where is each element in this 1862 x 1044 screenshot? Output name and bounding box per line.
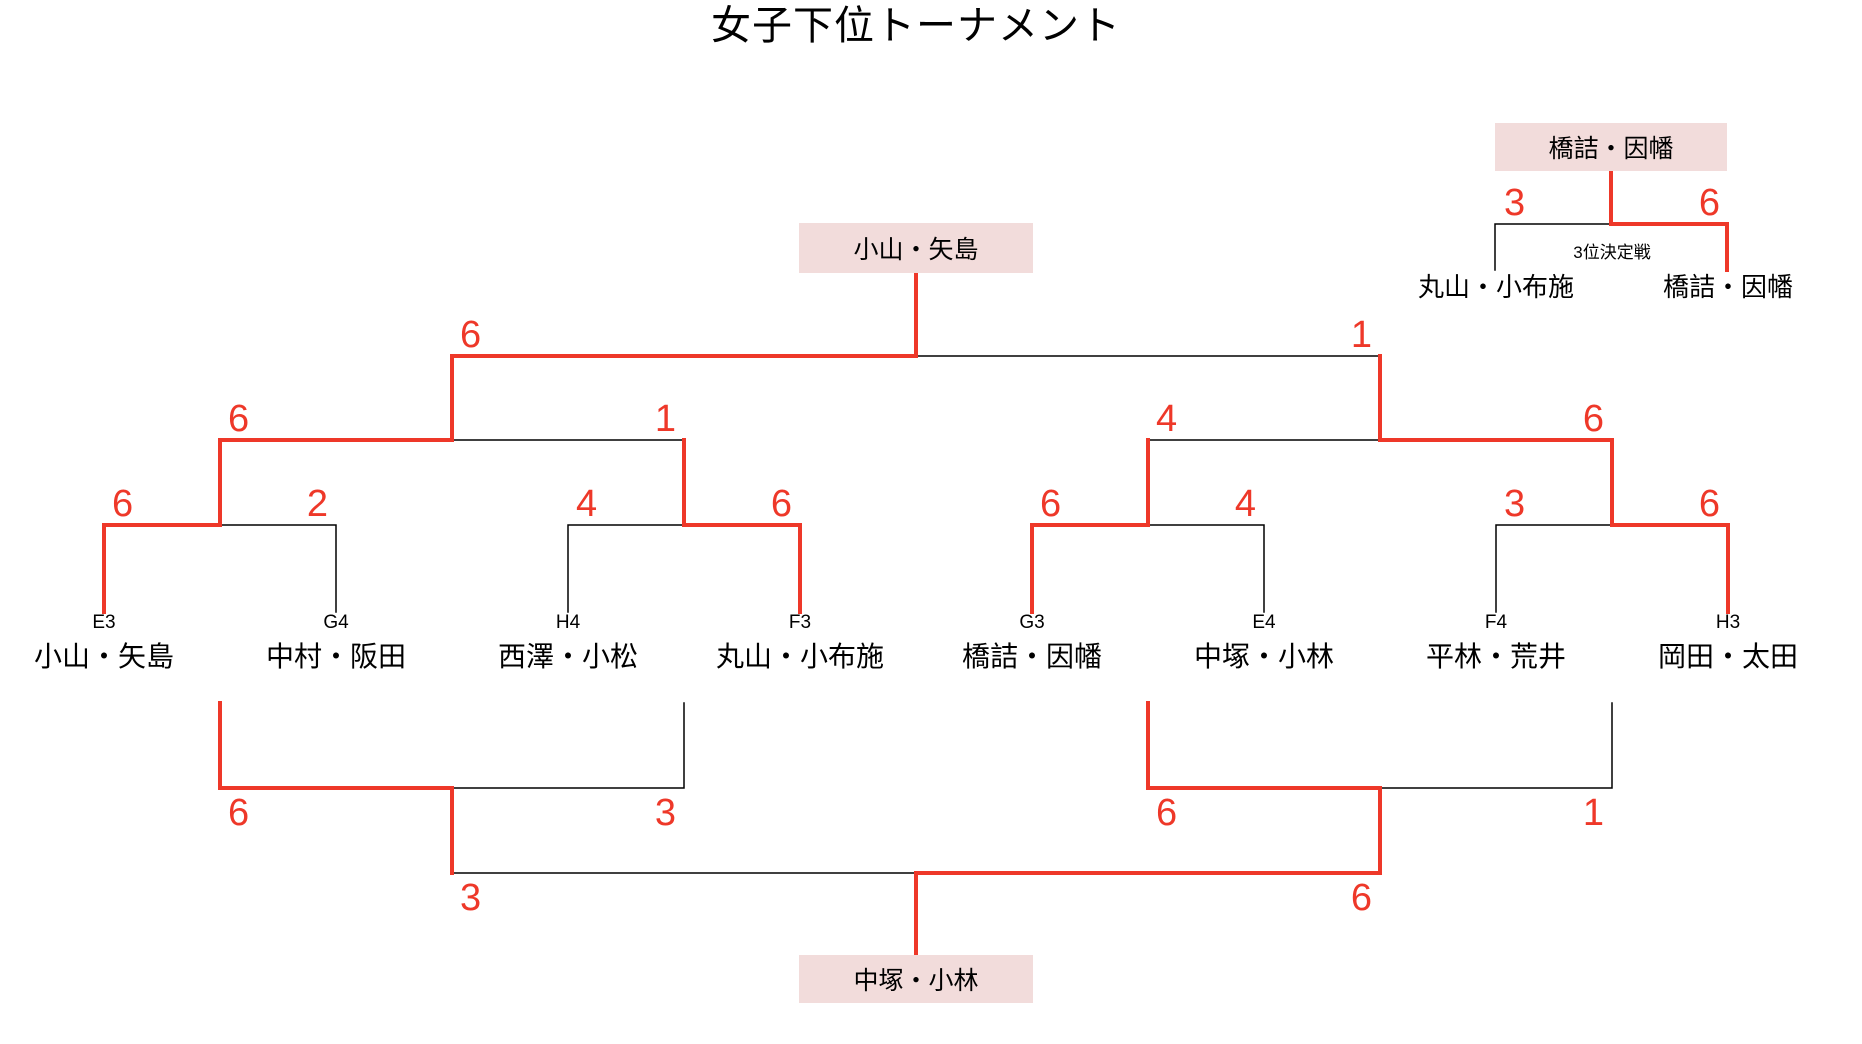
score-label: 6 [1040,483,1062,525]
consolation-champion-box: 中塚・小林 [799,955,1033,1003]
score-label: 4 [576,483,598,525]
qf4-loser-path [1495,524,1613,613]
score-label: 6 [228,792,250,834]
main-champion-name: 小山・矢島 [853,236,979,264]
score-label: 2 [306,483,328,525]
qf2-winner-path [682,438,802,614]
score-label: 4 [1156,398,1178,440]
seed-label: G3 [1019,612,1045,633]
score-label: 4 [1234,483,1256,525]
team-name: 小山・矢島 [33,641,174,672]
score-label: 6 [112,483,134,525]
team-name: 岡田・太田 [1657,641,1798,672]
third-place-winner-name: 橋詰・因幡 [1548,135,1674,163]
team-name: 西澤・小松 [497,641,638,672]
seed-label: F3 [788,612,812,633]
third-place-left-name: 丸山・小布施 [1417,272,1574,302]
seed-label: H4 [555,612,581,633]
score-label: 6 [770,483,792,525]
score-label: 3 [654,792,676,834]
seed-label: H3 [1715,612,1741,633]
third-place-winner-path [1609,167,1729,272]
consolation-sf2-loser-path [1379,702,1613,789]
team-name: 中塚・小林 [1193,641,1334,672]
third-place-left-score: 3 [1504,182,1526,224]
third-place-right-name: 橋詰・因幡 [1662,272,1793,302]
score-label: 6 [1698,483,1720,525]
qf2-loser-path [567,524,685,613]
seed-label: E4 [1252,612,1276,633]
qf1-loser-path [219,524,337,613]
score-label: 1 [654,398,676,440]
seed-label: G4 [323,612,349,633]
seed-label: E3 [92,612,116,633]
third-place-right-score: 6 [1698,182,1720,224]
team-name: 橋詰・因幡 [961,641,1102,672]
score-label: 6 [228,398,250,440]
third-place-loser-path [1494,223,1612,271]
seed-label: F4 [1484,612,1508,633]
score-label: 6 [460,314,482,356]
main-champion-box: 小山・矢島 [799,223,1033,273]
consolation-sf1-winner-path [218,701,454,875]
finalist-right-path [1378,354,1730,614]
qf3-loser-path [1147,524,1265,613]
consolation-champion-path [914,701,1382,959]
score-label: 6 [1156,792,1178,834]
score-label: 1 [1350,314,1372,356]
main-champion-path [102,269,918,614]
score-label: 3 [1504,483,1526,525]
third-place-match-label: 3位決定戦 [1573,243,1651,262]
team-name: 丸山・小布施 [715,641,884,672]
consolation-sf1-loser-path [451,702,685,789]
qf3-winner-path [1030,438,1150,614]
team-name: 平林・荒井 [1425,641,1566,672]
third-place-winner-box: 橋詰・因幡 [1495,123,1727,171]
consolation-champion-name: 中塚・小林 [853,967,979,995]
score-label: 6 [1350,877,1372,919]
page-title: 女子下位トーナメント [711,4,1121,48]
score-label: 1 [1582,792,1604,834]
team-name: 中村・阪田 [265,641,406,672]
score-label: 3 [460,877,482,919]
score-label: 6 [1582,398,1604,440]
